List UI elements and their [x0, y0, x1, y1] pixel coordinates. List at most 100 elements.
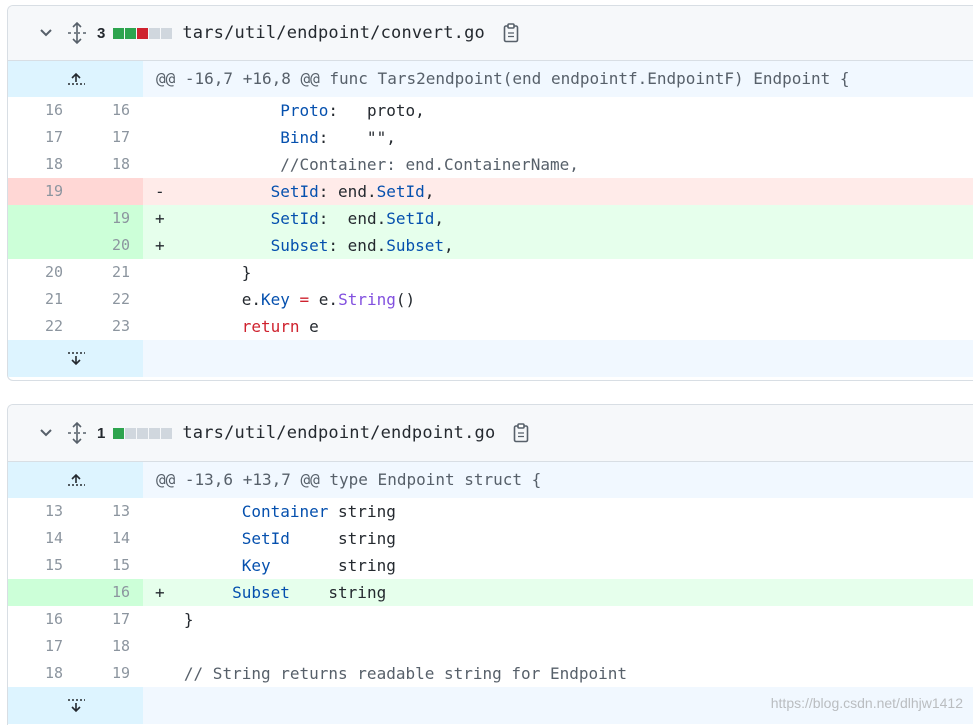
code-token: String	[338, 290, 396, 309]
old-line-number[interactable]	[8, 205, 76, 232]
new-line-number[interactable]: 18	[111, 155, 130, 173]
new-line-number[interactable]: 22	[111, 290, 130, 308]
code-text: + SetId: end.SetId,	[143, 205, 973, 232]
code-token: e.	[241, 290, 261, 309]
old-line-number[interactable]: 19	[8, 178, 76, 205]
diffstat-block-del	[137, 27, 149, 39]
old-line-number[interactable]: 18	[44, 664, 63, 682]
new-line-number[interactable]: 16	[111, 101, 130, 119]
diff-sign	[155, 101, 165, 120]
diff-sign	[155, 502, 165, 521]
indent	[165, 101, 281, 120]
code-token: string	[270, 556, 396, 575]
diff-sign	[155, 290, 165, 309]
diffstat-blocks	[113, 27, 173, 39]
old-line-number[interactable]: 13	[44, 502, 63, 520]
copy-path-icon[interactable]	[501, 22, 521, 44]
code-token: return	[241, 317, 300, 336]
code-token: string	[289, 529, 396, 548]
indent	[165, 529, 242, 548]
file-name[interactable]: tars/util/endpoint/convert.go	[182, 23, 485, 43]
diff-sign	[155, 529, 165, 548]
old-line-number[interactable]	[8, 579, 76, 606]
diff-file-convert: 3 tars/util/endpoint/convert.go @@ -16,7…	[7, 5, 973, 381]
expand-row	[8, 687, 973, 724]
new-line-number[interactable]: 23	[111, 317, 130, 335]
new-line-number[interactable]: 19	[111, 664, 130, 682]
new-line-number[interactable]: 15	[111, 556, 130, 574]
diffstat-block-add	[113, 427, 125, 439]
code-token: Subset	[232, 583, 290, 602]
code-text: //Container: end.ContainerName,	[143, 151, 973, 178]
diff-sign: -	[155, 182, 165, 201]
code-token: SetId	[376, 182, 425, 201]
chevron-down-icon[interactable]	[36, 423, 56, 443]
new-line-number[interactable]: 20	[76, 232, 143, 259]
code-text: - SetId: end.SetId,	[143, 178, 973, 205]
expand-down-icon[interactable]	[8, 687, 143, 724]
new-line-number[interactable]: 19	[76, 205, 143, 232]
old-line-number[interactable]: 17	[44, 128, 63, 146]
context-line: 20 21 }	[8, 259, 973, 286]
expand-down-icon[interactable]	[8, 340, 143, 377]
indent	[165, 290, 242, 309]
old-line-number[interactable]: 16	[44, 101, 63, 119]
code-token	[290, 290, 300, 309]
old-line-number[interactable]: 16	[44, 610, 63, 628]
diffstat-block-add	[125, 27, 137, 39]
expand-all-icon[interactable]	[66, 22, 88, 44]
diffstat-block-neutral	[149, 27, 161, 39]
code-token: ,	[424, 182, 435, 201]
copy-path-icon[interactable]	[511, 422, 531, 444]
new-line-number[interactable]: 16	[76, 579, 143, 606]
file-name[interactable]: tars/util/endpoint/endpoint.go	[182, 423, 496, 443]
code-text: }	[143, 606, 973, 633]
new-line-number[interactable]: 14	[111, 529, 130, 547]
context-line: 16 16 Proto: proto,	[8, 97, 973, 124]
old-line-number[interactable]: 21	[44, 290, 63, 308]
expand-up-icon[interactable]	[8, 61, 143, 97]
new-line-number[interactable]: 17	[111, 128, 130, 146]
indent	[165, 155, 281, 174]
code-token: : proto,	[328, 101, 425, 120]
old-line-number[interactable]: 15	[44, 556, 63, 574]
code-text: return e	[143, 313, 973, 340]
diff-sign	[155, 637, 165, 656]
code-token: : end.	[318, 209, 387, 228]
diff-sign	[155, 556, 165, 575]
code-token: Key	[241, 556, 271, 575]
old-line-number[interactable]: 22	[44, 317, 63, 335]
diff-file-endpoint: 1 tars/util/endpoint/endpoint.go @@ -13,…	[7, 404, 973, 725]
old-line-number[interactable]: 17	[44, 637, 63, 655]
new-line-number[interactable]	[76, 178, 143, 205]
code-token: SetId	[270, 182, 319, 201]
code-token: ()	[395, 290, 416, 309]
code-text: // String returns readable string for En…	[143, 660, 973, 687]
expand-all-icon[interactable]	[66, 422, 88, 444]
new-line-number[interactable]: 18	[111, 637, 130, 655]
diffstat-block-neutral	[137, 427, 149, 439]
old-line-number[interactable]	[8, 232, 76, 259]
code-token: : end.	[318, 182, 377, 201]
code-token: Subset	[270, 236, 329, 255]
indent	[165, 128, 281, 147]
code-text: }	[143, 259, 973, 286]
code-token: Bind	[280, 128, 319, 147]
code-token: string	[289, 583, 387, 602]
old-line-number[interactable]: 14	[44, 529, 63, 547]
expand-row-fill	[143, 687, 973, 724]
code-text: + Subset: end.Subset,	[143, 232, 973, 259]
code-text: e.Key = e.String()	[143, 286, 973, 313]
indent	[165, 317, 242, 336]
code-token: Proto	[280, 101, 329, 120]
chevron-down-icon[interactable]	[36, 23, 56, 43]
new-line-number[interactable]: 21	[111, 263, 130, 281]
old-line-number[interactable]: 20	[44, 263, 63, 281]
old-line-number[interactable]: 18	[44, 155, 63, 173]
new-line-number[interactable]: 13	[111, 502, 130, 520]
new-line-number[interactable]: 17	[111, 610, 130, 628]
expand-up-icon[interactable]	[8, 462, 143, 498]
indent	[165, 610, 184, 629]
